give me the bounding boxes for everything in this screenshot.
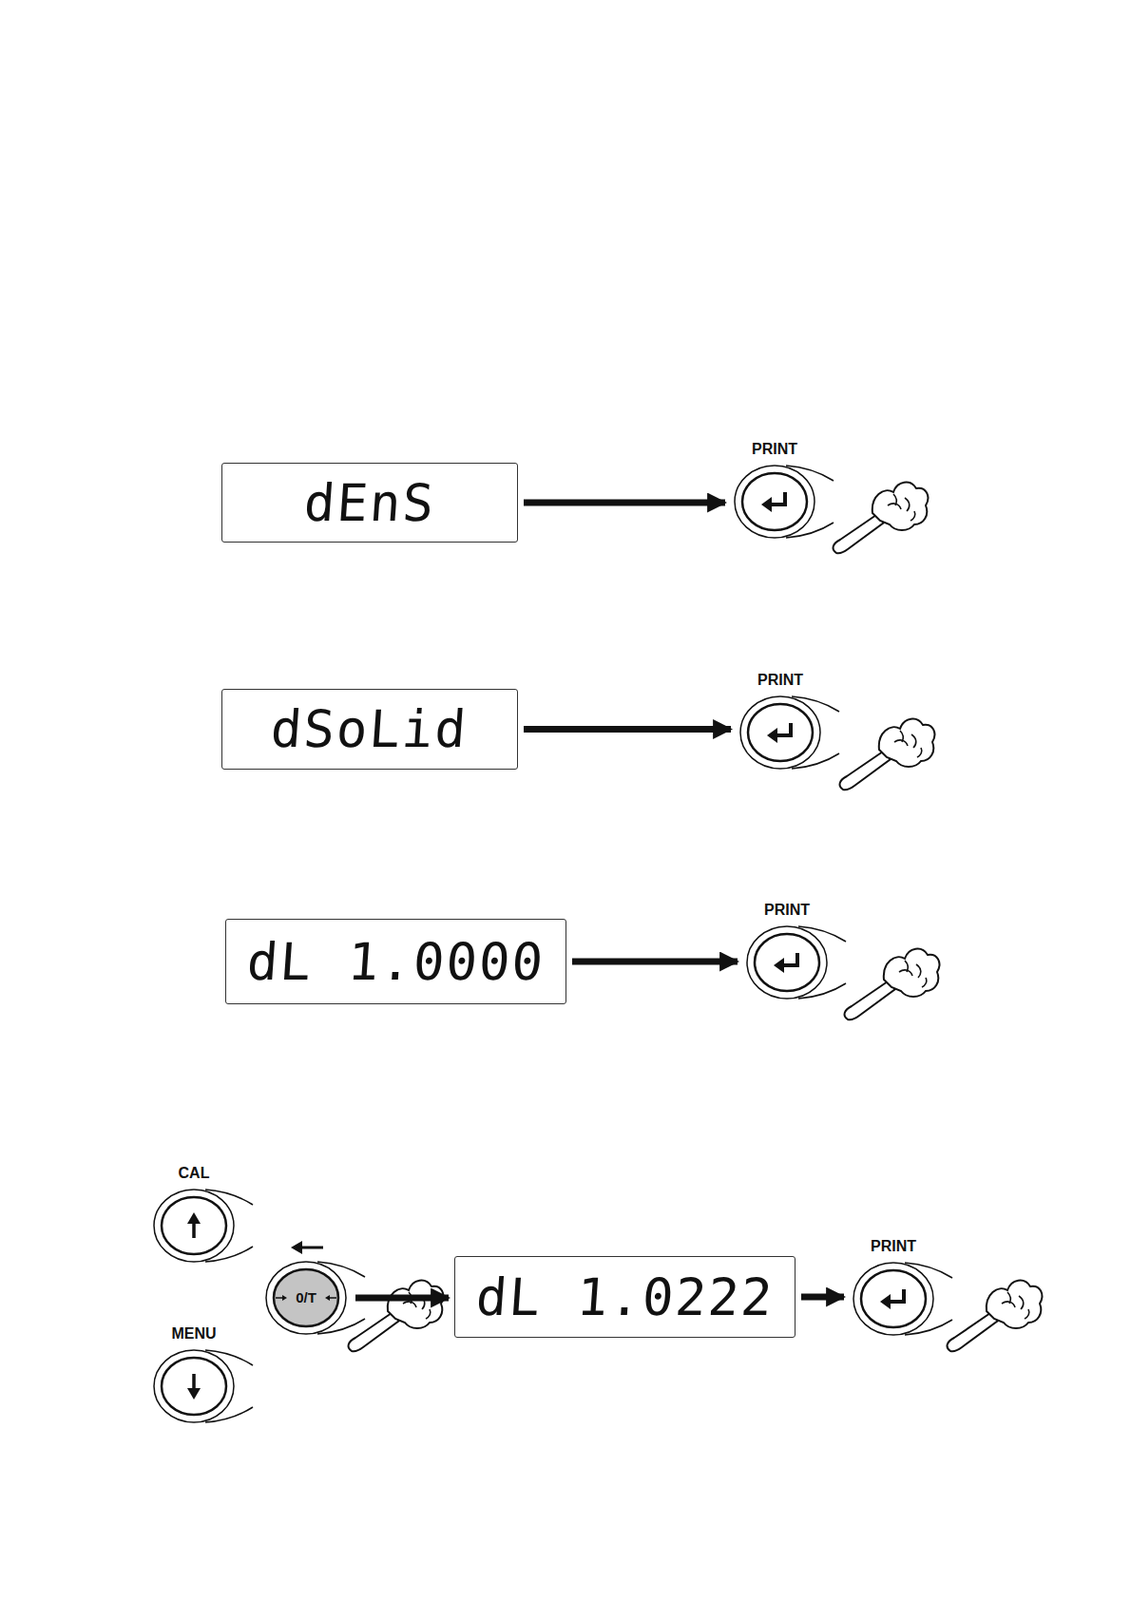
display-text: dL <box>474 1267 544 1328</box>
display-text: 1.0222 <box>575 1267 776 1328</box>
flow-arrow <box>801 1294 844 1302</box>
key-button: PRINT <box>722 440 827 548</box>
flow-arrow <box>523 726 731 733</box>
key-label: PRINT <box>722 440 827 459</box>
tare-button: 0/T <box>262 1258 350 1339</box>
display-text: 1.0000 <box>345 932 547 993</box>
flow-arrow <box>355 1295 449 1303</box>
display-text: dSoLid <box>268 699 470 760</box>
key-label: MENU <box>148 1325 240 1343</box>
pointing-hands <box>348 719 1043 1353</box>
key-label: PRINT <box>734 901 840 920</box>
key-button: PRINT <box>728 671 833 779</box>
pointing-hand <box>348 1281 444 1353</box>
pointing-hand <box>844 949 940 1021</box>
flow-arrow <box>572 958 738 966</box>
pointing-hand <box>833 482 929 555</box>
flow-arrow <box>523 499 726 507</box>
lcd-display: dL 1.0000 <box>225 919 567 1005</box>
key-button: MENU <box>148 1325 240 1433</box>
display-text: dL <box>245 932 315 993</box>
display-text: dEnS <box>302 473 438 534</box>
lcd-display: dL 1.0222 <box>454 1256 796 1339</box>
lcd-display: dSoLid <box>221 689 518 770</box>
pointing-hand <box>947 1281 1043 1353</box>
pointing-hand <box>840 719 936 791</box>
key-button: CAL <box>148 1165 240 1272</box>
key-label: PRINT <box>841 1238 946 1256</box>
key-label: 0/T <box>262 1289 350 1306</box>
key-button: PRINT <box>841 1238 946 1345</box>
left-arrow-symbol <box>290 1241 324 1255</box>
key-label: PRINT <box>728 671 833 690</box>
key-button: PRINT <box>734 901 840 1009</box>
key-label: CAL <box>148 1165 240 1183</box>
lcd-display: dEnS <box>221 462 518 543</box>
